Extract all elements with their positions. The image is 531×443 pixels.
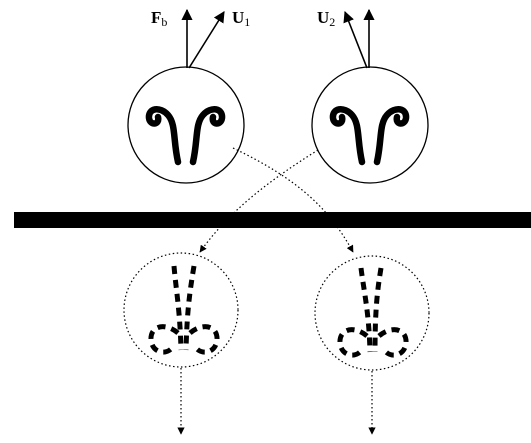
left-scroll-ur [329, 106, 366, 166]
dashed-stem-left-lr [358, 267, 373, 353]
particle-upper-right-circle [311, 66, 429, 184]
particle-upper-left [127, 66, 245, 184]
wall-bar [14, 212, 531, 228]
left-scroll-ul [145, 106, 182, 166]
force-label-fb-main: F [151, 8, 162, 27]
velocity-label-u1-sub: 1 [244, 15, 251, 29]
dashed-stem-right-lr [372, 267, 384, 353]
trajectory-left-to-right [232, 147, 354, 253]
velocity-label-u2-sub: 2 [329, 15, 336, 29]
velocity-label-u2-main: U [317, 8, 330, 27]
dashed-scroll-pair-lower-left [148, 265, 220, 355]
velocity-label-u1-main: U [232, 8, 245, 27]
u2-vector-arrow [343, 10, 368, 69]
scroll-pair-upper-left [145, 106, 226, 166]
right-scroll-ul [189, 106, 226, 166]
particle-lower-left [123, 252, 239, 368]
particle-lower-right-circle [314, 255, 430, 371]
particle-upper-left-circle [127, 66, 245, 184]
dashed-stem-left-ll [171, 265, 184, 351]
dashed-curl-left-ll [148, 324, 180, 355]
dashed-curl-left-lr [337, 327, 369, 358]
dashed-curl-right-ll [188, 324, 220, 355]
force-label-fb: Fb [151, 9, 167, 28]
particle-lower-right [314, 255, 430, 371]
velocity-label-u2: U2 [317, 9, 335, 28]
right-scroll-ur [373, 106, 410, 166]
dashed-scroll-pair-lower-right [337, 267, 409, 358]
velocity-label-u1: U1 [232, 9, 250, 28]
force-label-fb-sub: b [161, 15, 168, 29]
scroll-pair-upper-right [329, 106, 410, 166]
dashed-stem-right-ll [183, 265, 197, 351]
dashed-curl-right-lr [377, 327, 409, 358]
trajectory-right-to-left [199, 149, 319, 253]
u1-vector-arrow [188, 11, 225, 69]
particle-upper-right [311, 66, 429, 184]
particle-lower-left-circle [123, 252, 239, 368]
